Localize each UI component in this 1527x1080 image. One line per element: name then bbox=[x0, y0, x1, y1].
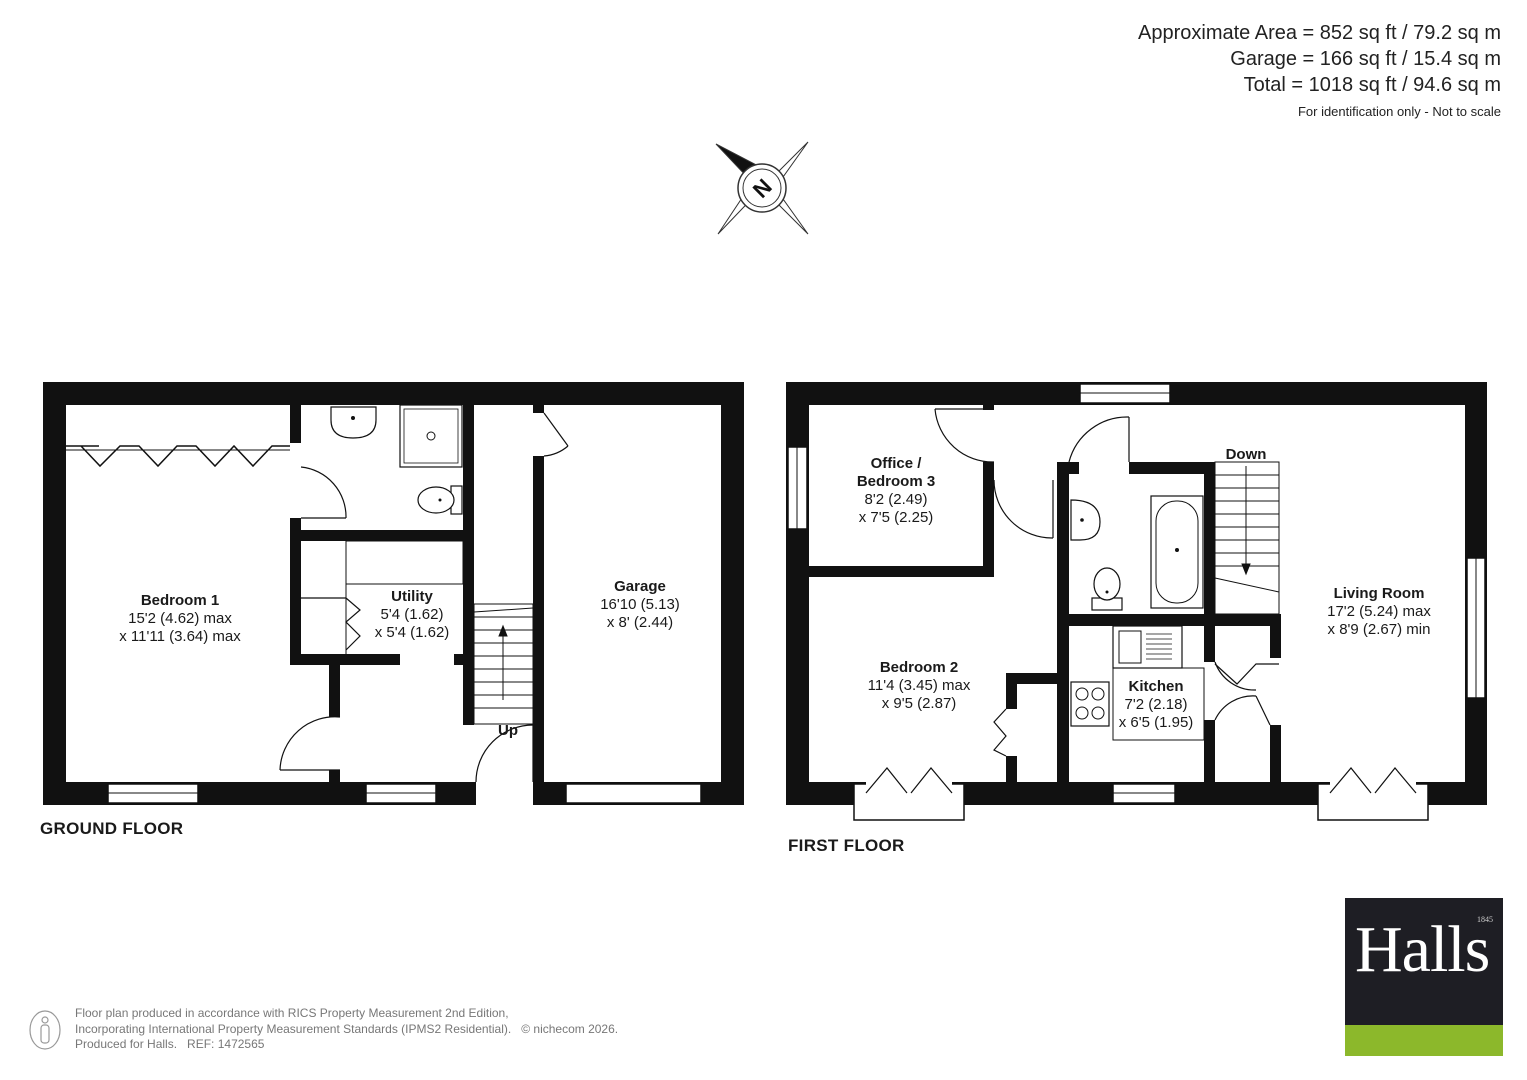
door-swing bbox=[1214, 695, 1257, 721]
room-bedroom-2: Bedroom 2 11'4 (3.45) max x 9'5 (2.87) bbox=[868, 659, 971, 713]
outer-wall-left bbox=[43, 382, 66, 805]
room-living-room: Living Room 17'2 (5.24) max x 8'9 (2.67)… bbox=[1327, 585, 1431, 639]
front-door-swing bbox=[475, 724, 534, 783]
room-kitchen: Kitchen 7'2 (2.18) x 6'5 (1.95) bbox=[1119, 678, 1194, 732]
logo-wordmark: Halls bbox=[1355, 913, 1490, 986]
room-name: Office / bbox=[870, 455, 922, 472]
logo-year: 1845 bbox=[1477, 915, 1493, 924]
room-dimension: 7'2 (2.18) bbox=[1124, 696, 1188, 713]
logo-green-bar bbox=[1345, 1025, 1503, 1056]
utility-worktop bbox=[345, 540, 464, 585]
room-dimension: x 9'5 (2.87) bbox=[881, 695, 957, 712]
footer-line-3: Produced for Halls. REF: 1472565 bbox=[75, 1037, 265, 1051]
wardrobe-doors bbox=[66, 444, 290, 468]
room-dimension: x 6'5 (1.95) bbox=[1118, 714, 1194, 731]
hob-icon bbox=[1070, 681, 1110, 727]
room-dimension: 5'4 (1.62) bbox=[380, 606, 444, 623]
room-dimension: 15'2 (4.62) max bbox=[128, 610, 232, 627]
halls-logo: 1845 Halls bbox=[1345, 898, 1503, 1056]
kitchen-worktop bbox=[1112, 667, 1205, 741]
door-swing bbox=[1068, 416, 1130, 463]
cupboard-doors bbox=[301, 597, 361, 651]
room-name: Bedroom 3 bbox=[856, 473, 936, 490]
room-bedroom-1: Bedroom 1 15'2 (4.62) max x 11'11 (3.64)… bbox=[119, 592, 241, 646]
room-office-bedroom-3: Office / Bedroom 3 8'2 (2.49) x 7'5 (2.2… bbox=[857, 455, 935, 527]
total-area: Total = 1018 sq ft / 94.6 sq m bbox=[1243, 74, 1501, 96]
room-dimension: 16'10 (5.13) bbox=[600, 596, 680, 613]
room-dimension: 17'2 (5.24) max bbox=[1327, 603, 1431, 620]
outer-wall-top bbox=[43, 382, 744, 405]
room-garage: Garage 16'10 (5.13) x 8' (2.44) bbox=[600, 578, 680, 632]
approximate-area: Approximate Area = 852 sq ft / 79.2 sq m bbox=[1138, 22, 1501, 44]
door-swing bbox=[934, 408, 995, 463]
footer-notes: Floor plan produced in accordance with R… bbox=[75, 1006, 618, 1053]
room-name: Garage bbox=[614, 578, 666, 595]
footer-line-2: Incorporating International Property Mea… bbox=[75, 1021, 512, 1036]
room-utility: Utility 5'4 (1.62) x 5'4 (1.62) bbox=[375, 588, 450, 642]
kitchen-sink bbox=[1112, 625, 1183, 669]
room-dimension: x 11'11 (3.64) max bbox=[119, 628, 241, 645]
shower-tray bbox=[399, 404, 463, 468]
room-dimension: x 8' (2.44) bbox=[606, 614, 674, 631]
copyright: © nichecom 2026. bbox=[521, 1021, 619, 1036]
scale-disclaimer: For identification only - Not to scale bbox=[1297, 104, 1501, 119]
washbasin bbox=[330, 406, 377, 439]
door-swing bbox=[1214, 661, 1257, 691]
washbasin bbox=[1070, 499, 1101, 541]
garage-door bbox=[565, 783, 702, 804]
room-name: Bedroom 1 bbox=[140, 592, 220, 609]
garage-area: Garage = 166 sq ft / 15.4 sq m bbox=[1230, 48, 1501, 70]
first-floor-label: FIRST FLOOR bbox=[788, 836, 905, 855]
stairs-up-label: Up bbox=[498, 722, 518, 739]
drain-icon bbox=[426, 431, 436, 441]
first-floor-plan bbox=[786, 382, 1487, 821]
compass-rose-icon: N bbox=[715, 141, 809, 235]
door-swing bbox=[279, 716, 341, 771]
door-swing bbox=[543, 445, 569, 457]
area-summary: Approximate Area = 852 sq ft / 79.2 sq m… bbox=[1138, 20, 1501, 119]
room-dimension: x 7'5 (2.25) bbox=[858, 509, 934, 526]
staircase-up bbox=[473, 603, 534, 725]
room-name: Utility bbox=[391, 588, 433, 605]
room-dimension: x 8'9 (2.67) min bbox=[1327, 621, 1431, 638]
stairs-down-label: Down bbox=[1225, 446, 1267, 463]
room-name: Living Room bbox=[1333, 585, 1425, 602]
ground-floor-plan bbox=[43, 382, 744, 805]
room-dimension: 11'4 (3.45) max bbox=[867, 677, 971, 694]
room-name: Kitchen bbox=[1128, 678, 1184, 695]
room-name: Bedroom 2 bbox=[879, 659, 959, 676]
outer-wall-left bbox=[786, 382, 809, 805]
cupboard-doors bbox=[993, 708, 1007, 757]
ground-floor-label: GROUND FLOOR bbox=[40, 819, 184, 838]
door-swing bbox=[300, 466, 347, 519]
outer-wall-right bbox=[721, 382, 744, 805]
person-icon bbox=[29, 1010, 61, 1050]
room-dimension: 8'2 (2.49) bbox=[864, 491, 928, 508]
footer-line-1: Floor plan produced in accordance with R… bbox=[75, 1006, 509, 1020]
room-dimension: x 5'4 (1.62) bbox=[374, 624, 450, 641]
staircase-down bbox=[1214, 461, 1280, 615]
door-swing bbox=[993, 479, 1054, 539]
